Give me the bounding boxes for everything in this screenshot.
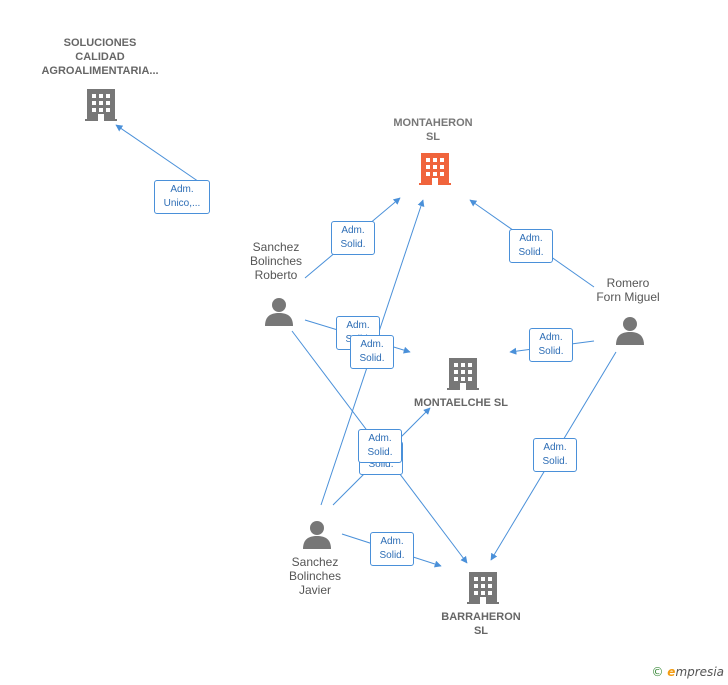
- badge-line: Solid.: [542, 456, 568, 467]
- edge-role-badge[interactable]: Adm. Solid.: [529, 328, 573, 362]
- person-label-line: Javier: [298, 583, 331, 597]
- person-label-line: Bolinches: [249, 254, 303, 268]
- person-label-line: Forn Miguel: [596, 290, 660, 304]
- company-label-line: SL: [473, 625, 489, 637]
- badge-line: Solid.: [340, 239, 366, 250]
- brand-name: mpresia: [675, 665, 724, 679]
- company-label-line: AGROALIMENTARIA...: [41, 65, 159, 77]
- badge-line: Adm.: [543, 442, 567, 453]
- edge-role-badge[interactable]: Adm. Solid.: [370, 532, 414, 566]
- badge-line: Solid.: [518, 247, 544, 258]
- edge-role-badge[interactable]: Adm. Unico,...: [154, 180, 210, 214]
- company-label-line: BARRAHERON: [441, 611, 521, 623]
- building-icon[interactable]: [467, 572, 499, 604]
- badge-line: Solid.: [538, 346, 564, 357]
- badge-line: Unico,...: [163, 198, 201, 209]
- badge-line: Adm.: [170, 184, 194, 195]
- badge-line: Solid.: [379, 550, 405, 561]
- company-label-soluciones[interactable]: SOLUCIONES CALIDAD AGROALIMENTARIA...: [25, 36, 175, 78]
- person-label-line: Sanchez: [252, 240, 300, 254]
- person-icon[interactable]: [265, 298, 293, 326]
- person-label-line: Bolinches: [288, 569, 342, 583]
- company-label-barraheron[interactable]: BARRAHERON SL: [421, 610, 541, 638]
- company-label-montaelche[interactable]: MONTAELCHE SL: [391, 396, 531, 410]
- badge-line: Adm.: [380, 536, 404, 547]
- badge-line: Adm.: [346, 320, 370, 331]
- company-label-line: CALIDAD: [75, 51, 125, 63]
- building-icon[interactable]: [419, 153, 451, 185]
- building-icon[interactable]: [447, 358, 479, 390]
- brand-e-logo: e: [667, 665, 676, 679]
- company-label-line: MONTAHERON: [393, 117, 473, 129]
- edge-role-badge[interactable]: Adm. Solid.: [350, 335, 394, 369]
- edge-role-badge[interactable]: Adm. Solid.: [331, 221, 375, 255]
- badge-line: Adm.: [519, 233, 543, 244]
- person-label-line: Romero: [606, 276, 650, 290]
- person-icon[interactable]: [303, 521, 331, 549]
- badge-line: Adm.: [360, 339, 384, 350]
- company-label-line: SOLUCIONES: [63, 37, 137, 49]
- edge-roberto-to-soluciones: [115, 124, 206, 187]
- person-label-line: Sanchez: [291, 555, 339, 569]
- building-icon[interactable]: [85, 89, 117, 121]
- badge-line: Solid.: [368, 459, 394, 470]
- person-icon[interactable]: [616, 317, 644, 345]
- copyright-symbol: ©: [651, 665, 664, 679]
- badge-line: Solid.: [359, 353, 385, 364]
- company-label-line: MONTAELCHE SL: [414, 397, 508, 409]
- edge-role-badge[interactable]: Adm. Solid.: [358, 429, 402, 463]
- footer-brand[interactable]: © empresia: [651, 665, 724, 679]
- badge-line: Adm.: [341, 225, 365, 236]
- badge-line: Adm.: [368, 433, 392, 444]
- company-label-montaheron[interactable]: MONTAHERON SL: [373, 116, 493, 144]
- edge-role-badge[interactable]: Adm. Solid.: [533, 438, 577, 472]
- company-label-line: SL: [425, 131, 441, 143]
- badge-line: Solid.: [367, 447, 393, 458]
- edge-role-badge[interactable]: Adm. Solid.: [509, 229, 553, 263]
- person-label-line: Roberto: [254, 268, 298, 282]
- badge-line: Adm.: [539, 332, 563, 343]
